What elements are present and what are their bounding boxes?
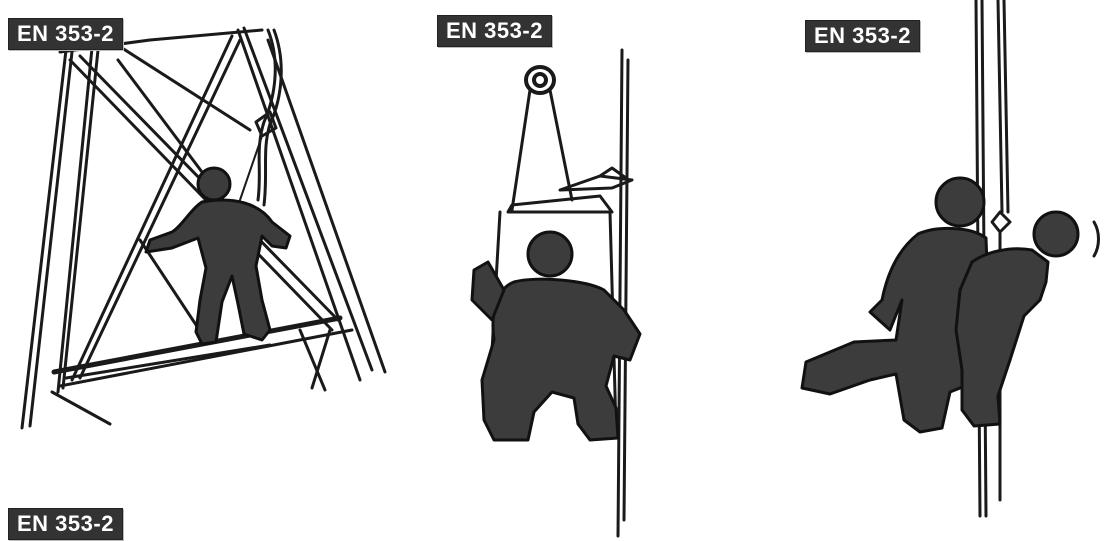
standard-label: EN 353-2 [8,508,123,540]
scene-rescue [802,0,1099,516]
vertical-rope [618,50,628,536]
scene-suspended-worker [472,50,640,536]
scene-tower-worker [22,28,385,428]
standard-label: EN 353-2 [805,20,920,52]
standard-label: EN 353-2 [437,15,552,47]
standard-label: EN 353-2 [8,18,123,50]
